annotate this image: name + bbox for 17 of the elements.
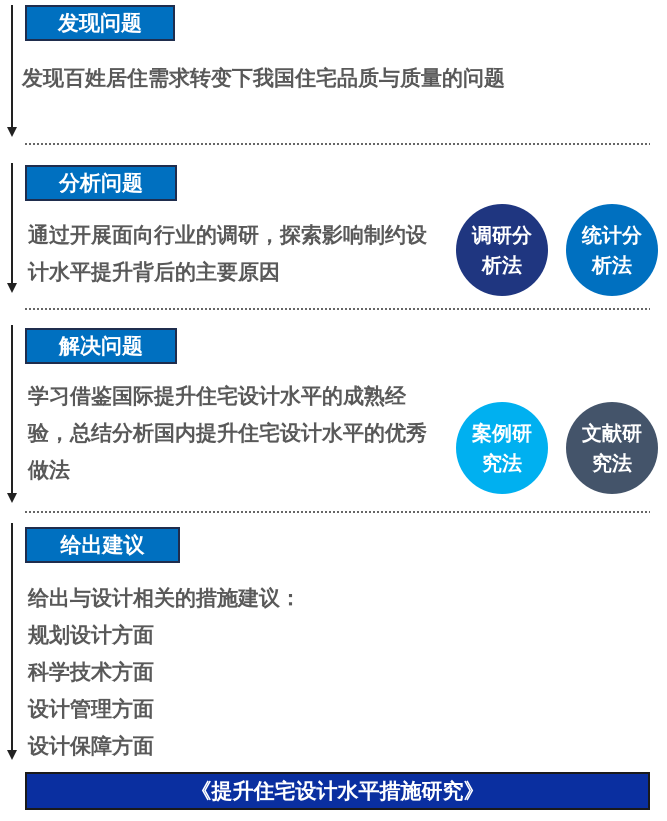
section-header: 分析问题 bbox=[25, 165, 177, 201]
list-item: 设计管理方面 bbox=[28, 696, 154, 723]
title-bar: 《提升住宅设计水平措施研究》 bbox=[25, 772, 650, 810]
method-circle: 调研分析法 bbox=[456, 204, 548, 296]
list-item: 设计保障方面 bbox=[28, 733, 154, 760]
section-header: 给出建议 bbox=[25, 527, 180, 563]
description-text: 通过开展面向行业的调研，探索影响制约设计水平提升背后的主要原因 bbox=[28, 222, 428, 286]
section-header: 发现问题 bbox=[25, 5, 175, 41]
description-text: 学习借鉴国际提升住宅设计水平的成熟经验，总结分析国内提升住宅设计水平的优秀做法 bbox=[28, 383, 428, 484]
list-item: 规划设计方面 bbox=[28, 622, 154, 649]
method-circle: 文献研究法 bbox=[566, 402, 658, 494]
method-circle: 统计分析法 bbox=[566, 204, 658, 296]
list-heading: 给出与设计相关的措施建议： bbox=[28, 585, 301, 612]
method-circle: 案例研究法 bbox=[456, 402, 548, 494]
section-header: 解决问题 bbox=[25, 328, 177, 364]
list-item: 科学技术方面 bbox=[28, 659, 154, 686]
description-text: 发现百姓居住需求转变下我国住宅品质与质量的问题 bbox=[22, 65, 505, 92]
